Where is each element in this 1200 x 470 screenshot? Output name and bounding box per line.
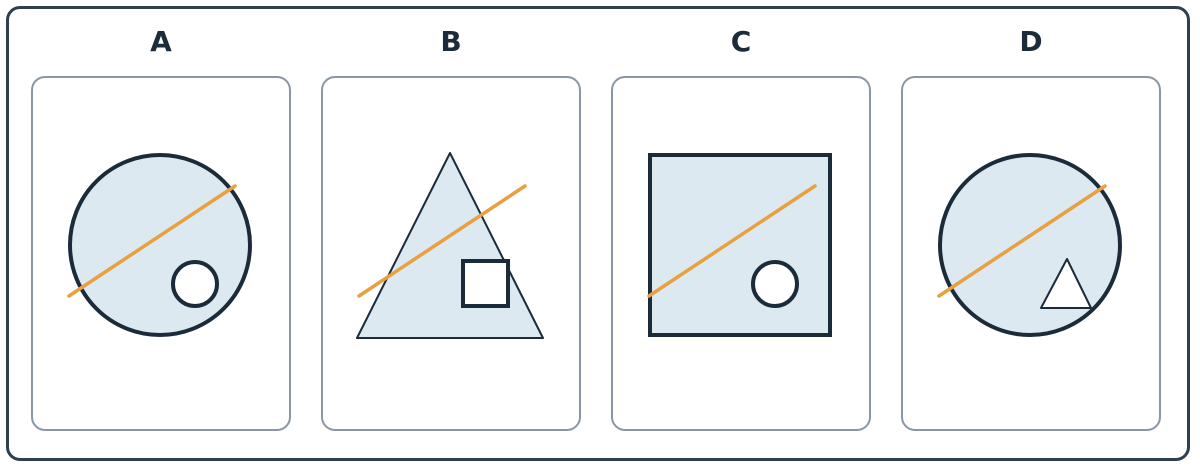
option-d[interactable]: D [901,0,1161,470]
diagonal-line [357,184,527,298]
option-b-figure [356,152,544,339]
inner-circle [751,260,799,308]
inner-triangle [1040,258,1092,309]
outer-triangle [356,152,544,339]
inner-circle [171,260,219,308]
outer-circle [68,153,252,337]
diagonal-line [647,184,817,298]
option-a[interactable]: A [31,0,291,470]
option-a-label: A [150,25,172,58]
outer-square [648,153,832,337]
inner-square [461,259,510,308]
option-a-figure [67,153,252,337]
option-c[interactable]: C [611,0,871,470]
option-d-figure [937,153,1122,337]
outer-circle [938,153,1122,337]
option-b-label: B [440,25,462,58]
option-d-label: D [1019,25,1043,58]
option-c-label: C [730,25,752,58]
option-c-figure [647,153,832,337]
option-b[interactable]: B [321,0,581,470]
diagonal-line [67,184,237,298]
diagonal-line [937,184,1107,298]
